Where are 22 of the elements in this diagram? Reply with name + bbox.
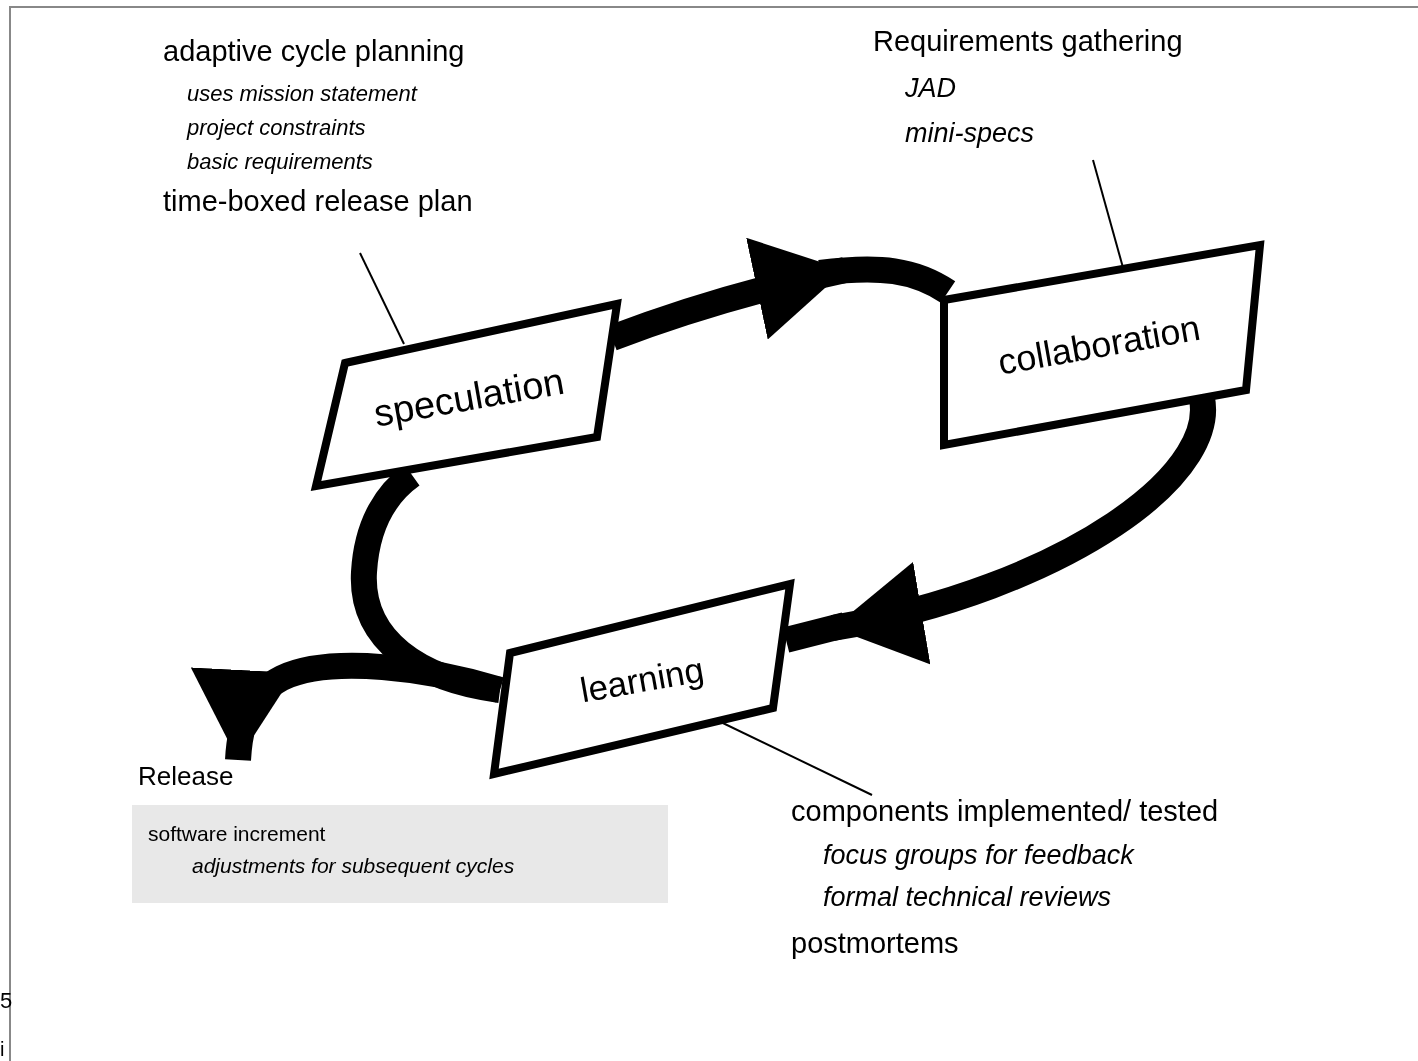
item-text: adjustments for subsequent cycles (192, 854, 515, 879)
item-text: focus groups for feedback (823, 840, 1134, 872)
body-text: time-boxed release plan (163, 185, 473, 219)
body-text: postmortems (791, 927, 959, 961)
heading-text: adaptive cycle planning (163, 35, 465, 69)
page-mark: 5 (0, 988, 13, 1014)
item-text: project constraints (187, 115, 366, 141)
item-text: mini-specs (905, 118, 1035, 150)
phase-label: speculation (370, 359, 568, 436)
page-mark: i (0, 1038, 5, 1061)
phase-label: collaboration (994, 306, 1203, 384)
body-text: software increment (148, 822, 326, 847)
heading-text: Requirements gathering (873, 25, 1183, 59)
heading-text: components implemented/ tested (791, 795, 1219, 829)
flow-arrow (192, 653, 504, 761)
leader-line (359, 252, 405, 345)
item-text: formal technical reviews (823, 882, 1112, 914)
item-text: JAD (905, 73, 956, 105)
phase-label: learning (576, 649, 707, 711)
item-text: uses mission statement (187, 81, 417, 107)
heading-text: Release (138, 762, 234, 792)
item-text: basic requirements (187, 149, 373, 175)
